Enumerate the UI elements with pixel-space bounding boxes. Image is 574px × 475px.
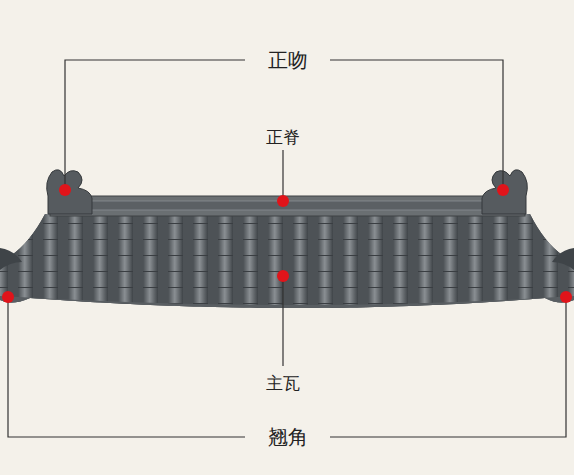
ridge-ornament-left — [47, 170, 92, 214]
part-label: 正脊 — [262, 128, 304, 147]
leader-lines — [8, 60, 566, 437]
corner-left — [0, 248, 22, 270]
part-label: 主瓦 — [262, 374, 304, 393]
marker-dots — [2, 184, 572, 303]
eave-tiles — [0, 296, 574, 320]
part-label: 正吻 — [264, 49, 312, 71]
ridge-ornament-right — [482, 170, 527, 214]
corner-right — [552, 248, 574, 270]
ridge — [50, 196, 525, 216]
part-label: 翘角 — [264, 426, 312, 448]
tile-rows — [0, 214, 574, 324]
